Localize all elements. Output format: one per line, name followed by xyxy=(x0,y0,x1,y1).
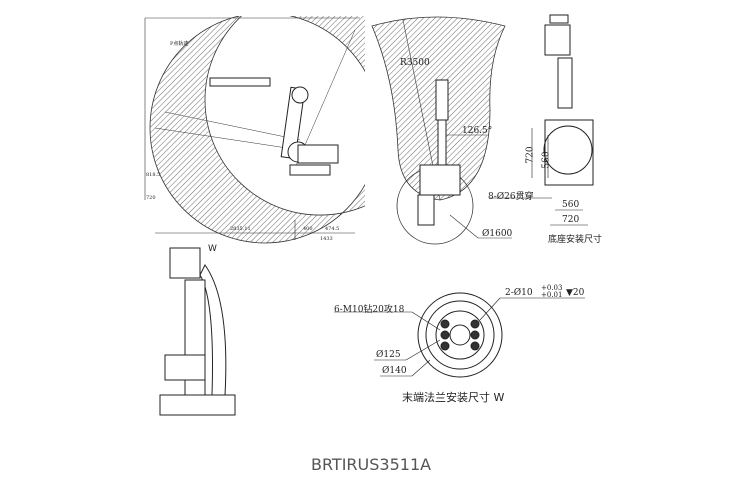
tapped-holes-label: 6-M10钻20攻18 xyxy=(334,305,405,315)
top-work-range xyxy=(371,16,512,245)
pin-holes-label: 2-Ø10 xyxy=(505,288,533,298)
model-name: BRTIRUS3511A xyxy=(311,455,432,474)
side-work-range xyxy=(144,16,365,244)
tolerance-lower: +0.01 xyxy=(541,291,563,299)
base-caption: 底座安装尺寸 xyxy=(548,235,603,245)
offset-label: 126.5° xyxy=(462,126,493,136)
trajectory-label: P点轨迹 xyxy=(170,41,189,47)
holes-label: 8-Ø26贯穿 xyxy=(488,192,534,202)
flange-drawing xyxy=(334,292,585,378)
radius-label: R3500 xyxy=(400,58,430,68)
side-robot-arm xyxy=(209,77,339,176)
depth-label: ▼20 xyxy=(566,288,585,298)
tolerance-upper: +0.03 xyxy=(541,284,563,292)
dim-720-horizontal: 720 xyxy=(562,215,580,225)
diameter-125-label: Ø125 xyxy=(376,350,401,360)
dim-720-vertical: 720 xyxy=(525,146,536,164)
base-circle-label: Ø1600 xyxy=(482,229,513,239)
base-view xyxy=(490,14,594,226)
dim-label: 400 xyxy=(303,226,313,232)
view-label-w: W xyxy=(208,244,217,254)
dim-label: 474.5 xyxy=(325,226,340,232)
side-view-robot xyxy=(159,247,236,416)
diameter-140-label: Ø140 xyxy=(382,366,407,376)
dim-label: 2835.11 xyxy=(230,226,251,232)
dim-560-horizontal: 560 xyxy=(562,200,580,210)
dim-560-vertical: 560 xyxy=(541,151,552,169)
dim-label: 818.5 xyxy=(146,172,161,178)
dim-label: 720 xyxy=(146,195,156,201)
flange-caption: 末端法兰安装尺寸 W xyxy=(402,391,505,404)
dim-label: 1433 xyxy=(320,236,333,242)
